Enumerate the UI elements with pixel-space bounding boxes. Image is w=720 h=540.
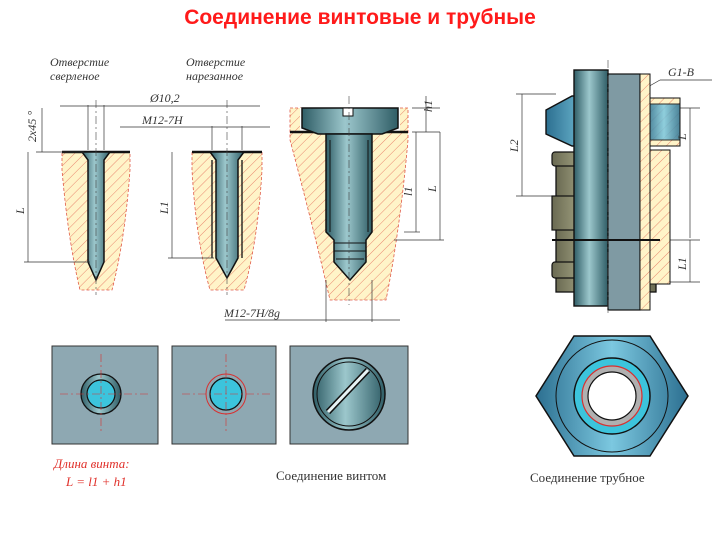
label-diameter: Ø10,2: [149, 91, 180, 105]
screw-length-formula: L = l1 + h1: [65, 474, 127, 489]
screw-assembly-section: [289, 96, 409, 305]
label-thread-fit: M12-7H/8g: [223, 306, 280, 320]
label-threaded-hole-line1: Отверстие: [186, 55, 246, 69]
top-view-screw: [289, 345, 409, 445]
label-L-screw: L: [425, 185, 439, 193]
caption-pipe-connection: Соединение трубное: [530, 470, 645, 485]
label-drilled-hole-line1: Отверстие: [50, 55, 110, 69]
top-view-drilled: [51, 345, 159, 445]
top-view-pipe-nut: [535, 335, 689, 457]
label-L1-threaded: L1: [157, 201, 171, 215]
label-l1: l1: [401, 187, 415, 196]
label-L-drilled: L: [13, 207, 27, 215]
label-pipe-L2: L2: [507, 139, 521, 153]
label-chamfer: 2x45 °: [25, 111, 39, 142]
pipe-connection-section: [545, 60, 681, 316]
label-threaded-hole-line2: нарезанное: [186, 69, 244, 83]
label-pipe-thread: G1-B: [668, 65, 695, 79]
page-title: Соединение винтовые и трубные: [184, 6, 536, 29]
label-h1: h1: [421, 100, 435, 112]
screw-length-title: Длина винта:: [52, 456, 130, 471]
drilled-hole-section: [61, 100, 131, 295]
dimension-lines: [24, 79, 712, 322]
label-drilled-hole-line2: сверленое: [50, 69, 100, 83]
label-pipe-L1: L1: [675, 257, 689, 271]
label-thread-hole: M12-7H: [141, 113, 184, 127]
threaded-hole-section: [191, 100, 263, 295]
caption-screw-connection: Соединение винтом: [276, 468, 386, 483]
label-pipe-L: L: [675, 133, 689, 141]
top-view-threaded: [171, 345, 277, 445]
